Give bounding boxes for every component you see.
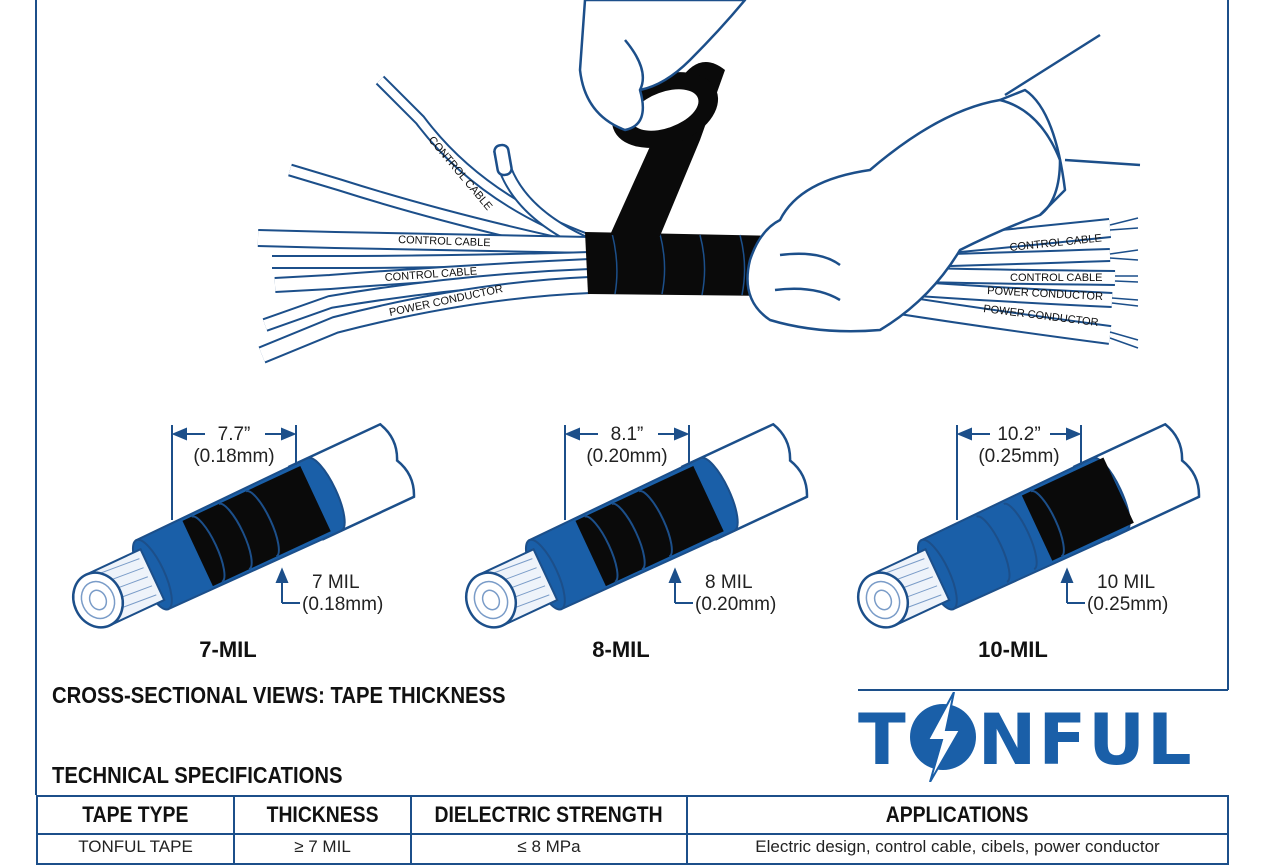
header-dielectric-strength: DIELECTRIC STRENGTH [410,795,688,835]
width-mm-label: (0.25mm) [978,446,1059,467]
cable-label: CONTROL CABLE [398,234,491,249]
thickness-label: 8 MIL [705,572,753,593]
cell-dielectric-strength: ≤ 8 MPa [410,833,688,865]
width-dimension [956,425,1085,604]
width-mm-label: (0.18mm) [193,446,274,467]
cell-thickness: ≥ 7 MIL [233,833,412,865]
thickness-mm-label: (0.20mm) [695,594,776,615]
lightning-bolt-icon [909,692,976,782]
cross-section-name: 10-MIL [978,637,1048,662]
left-cable-bundle [257,75,593,364]
cross-section-title: CROSS-SECTIONAL VIEWS: TAPE THICKNESS [52,682,506,708]
thickness-label: 7 MIL [312,572,360,593]
header-applications: APPLICATIONS [686,795,1229,835]
specs-title: TECHNICAL SPECIFICATIONS [52,762,343,788]
cross-section-2: 8.1”(0.20mm)8 MIL(0.20mm)8-MIL [464,422,809,662]
width-mm-label: (0.20mm) [586,446,667,467]
cell-tape-type: TONFUL TAPE [36,833,235,865]
header-tape-type: TAPE TYPE [36,795,235,835]
thickness-mm-label: (0.18mm) [302,594,383,615]
specs-table: TAPE TYPE THICKNESS DIELECTRIC STRENGTH … [36,795,1229,865]
cable-label: CONTROL CABLE [1010,272,1103,284]
width-label: 7.7” [218,424,251,445]
thickness-label: 10 MIL [1097,572,1155,593]
table-row: TONFUL TAPE ≥ 7 MIL ≤ 8 MPa Electric des… [36,833,1229,865]
width-dimension [564,425,693,604]
width-dimension [171,425,300,604]
cable-label: CONTROL CABLE [426,134,495,213]
frame [35,0,1229,795]
cross-section-name: 7-MIL [199,637,256,662]
gloved-hands [578,0,1141,333]
width-label: 10.2” [997,424,1040,445]
cross-section-name: 8-MIL [592,637,649,662]
table-header-row: TAPE TYPE THICKNESS DIELECTRIC STRENGTH … [36,795,1229,835]
cross-sections: 7.7”(0.18mm)7 MIL(0.18mm)7-MIL8.1”(0.20m… [71,422,1201,662]
header-thickness: THICKNESS [233,795,412,835]
cell-applications: Electric design, control cable, cibels, … [686,833,1229,865]
thickness-mm-label: (0.25mm) [1087,594,1168,615]
cross-section-1: 7.7”(0.18mm)7 MIL(0.18mm)7-MIL [71,422,416,662]
cross-section-3: 10.2”(0.25mm)10 MIL(0.25mm)10-MIL [856,422,1201,662]
width-label: 8.1” [611,424,644,445]
